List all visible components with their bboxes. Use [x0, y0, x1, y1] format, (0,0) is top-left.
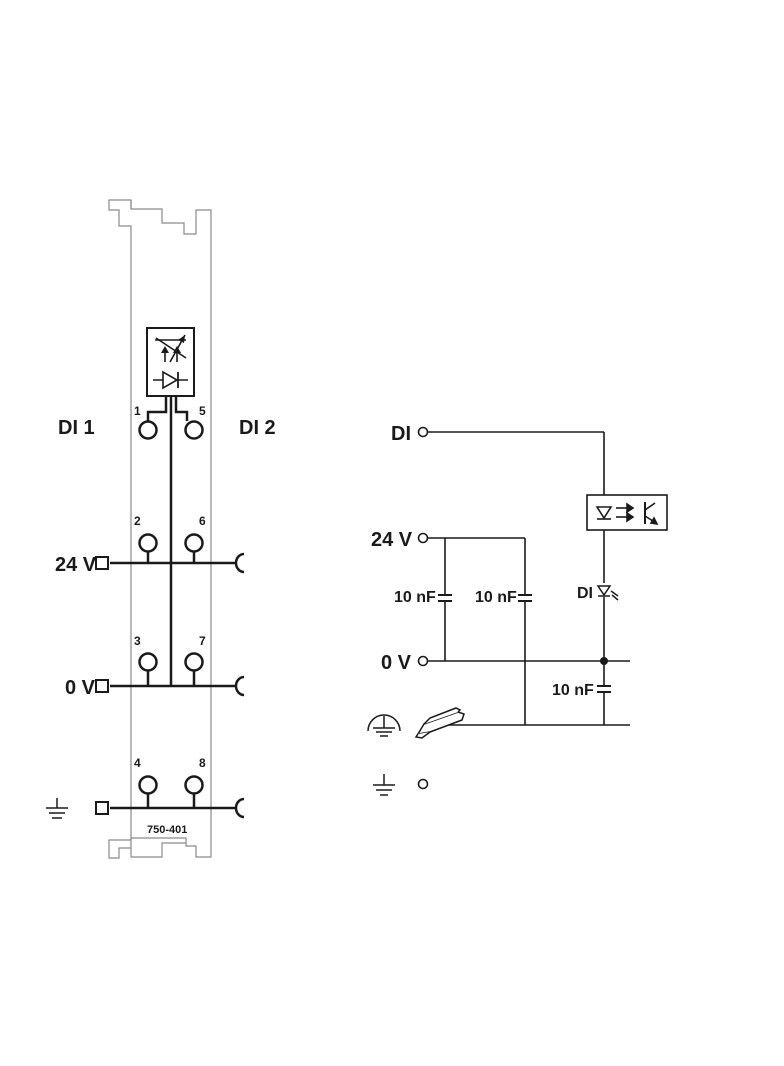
schematic-wiring — [428, 431, 668, 726]
terminal-number-6: 6 — [199, 514, 206, 528]
capacitor-label-2: 10 nF — [475, 589, 517, 606]
rail-label-0v: 0 V — [65, 677, 96, 699]
terminal-number-5: 5 — [199, 404, 206, 418]
terminal-number-1: 1 — [134, 404, 141, 418]
ground-label-0v: 0 V — [381, 652, 412, 674]
optocoupler-icon — [595, 502, 659, 526]
earth-icon — [46, 798, 68, 819]
schematic-terminals — [417, 426, 429, 790]
module-internal-wiring — [110, 396, 236, 810]
terminal-contacts — [138, 420, 204, 795]
rail-label-24v: 24 V — [55, 554, 97, 576]
terminal-0v — [417, 655, 429, 667]
terminal-6 — [184, 533, 204, 553]
terminal-5 — [184, 420, 204, 440]
terminal-4 — [138, 775, 158, 795]
terminal-24v — [417, 532, 429, 544]
junction-dot — [600, 657, 608, 665]
channel-label-di1: DI 1 — [58, 417, 95, 439]
terminal-3 — [138, 652, 158, 672]
terminal-8 — [184, 775, 204, 795]
optocoupler-box — [146, 327, 195, 397]
terminal-number-7: 7 — [199, 634, 206, 648]
terminal-di — [417, 426, 429, 438]
capacitor-label-3: 10 nF — [552, 682, 594, 699]
terminal-number-2: 2 — [134, 514, 141, 528]
rail-connectors — [95, 552, 245, 819]
terminal-number-8: 8 — [199, 756, 206, 770]
capacitor-label-1: 10 nF — [394, 589, 436, 606]
terminal-number-4: 4 — [134, 756, 141, 770]
terminal-number-3: 3 — [134, 634, 141, 648]
earth-icon-schematic — [373, 774, 395, 796]
terminal-7 — [184, 652, 204, 672]
input-label-di: DI — [391, 423, 411, 445]
supply-label-24v: 24 V — [371, 529, 413, 551]
module-id: 750-401 — [147, 824, 187, 836]
din-rail-icon — [414, 707, 465, 739]
terminal-1 — [138, 420, 158, 440]
led-label-di: DI — [577, 585, 593, 602]
terminal-2 — [138, 533, 158, 553]
status-led-icon — [596, 585, 619, 601]
terminal-earth — [417, 778, 429, 790]
protective-earth-icon — [367, 714, 401, 737]
module-housing — [108, 199, 212, 859]
channel-label-di2: DI 2 — [239, 417, 276, 439]
